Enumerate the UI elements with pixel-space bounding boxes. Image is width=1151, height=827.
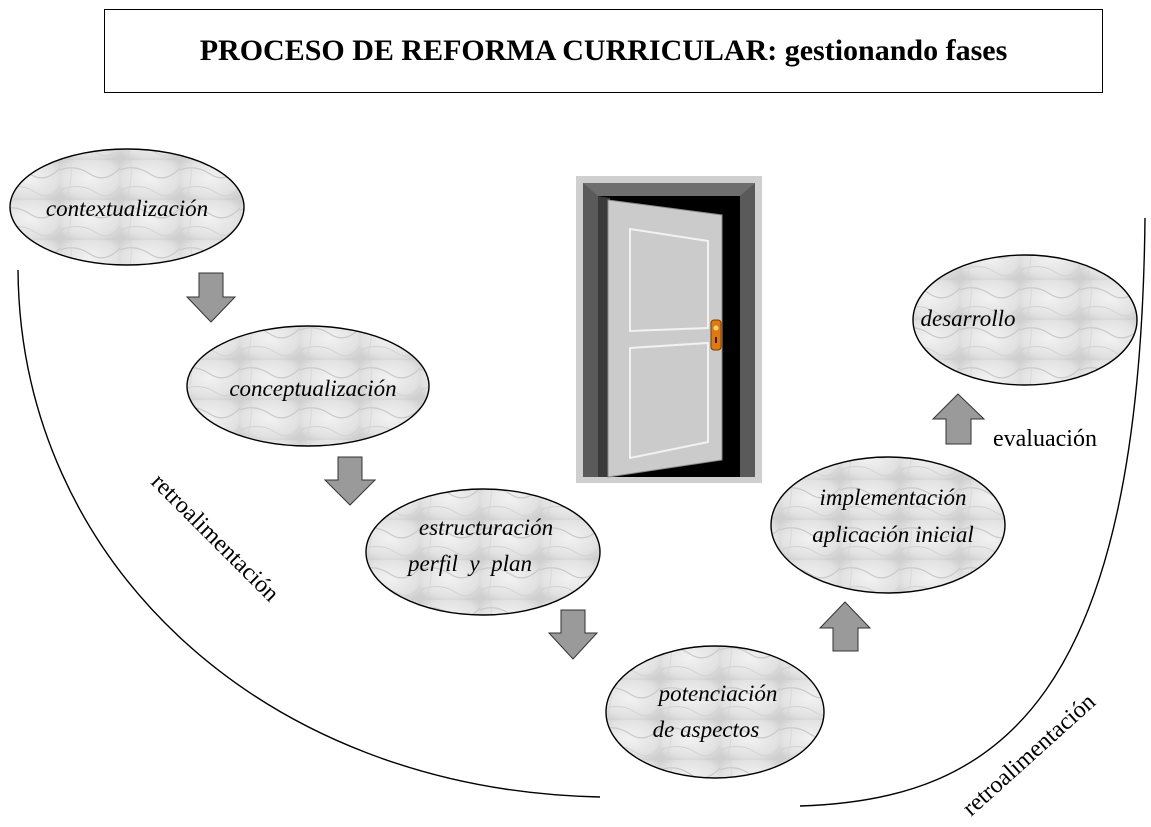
arrow-down-icon <box>547 609 599 660</box>
node-label: conceptualización <box>229 376 396 401</box>
feedback-curve-left <box>17 269 601 798</box>
arrow-up-icon <box>931 393 986 445</box>
open-door-icon <box>576 176 762 483</box>
node-label-line1: implementación <box>820 485 967 510</box>
node-label-line2: aplicación inicial <box>812 522 974 547</box>
evaluation-label: evaluación <box>993 426 1097 452</box>
arrow-down-icon <box>185 272 237 323</box>
arrow-up-icon <box>818 601 872 652</box>
arrow-down-icon <box>323 456 377 506</box>
page-title: PROCESO DE REFORMA CURRICULAR: gestionan… <box>199 34 1008 67</box>
feedback-label-right: retroalimentación <box>958 689 1101 822</box>
node-contextualizacion: contextualización <box>9 148 245 266</box>
node-label: desarrollo <box>921 306 1016 331</box>
node-conceptualizacion: conceptualización <box>186 325 430 447</box>
node-estructuracion: estructuración perfil y plan <box>365 488 601 616</box>
node-potenciacion: potenciación de aspectos <box>605 645 825 779</box>
feedback-curve-right <box>799 217 1146 807</box>
node-label-line1: potenciación <box>657 681 778 706</box>
feedback-label-left: retroalimentación <box>146 469 284 607</box>
node-implementacion: implementación aplicación inicial <box>770 456 1006 594</box>
node-label-line2: perfil y plan <box>406 551 532 576</box>
title-box: PROCESO DE REFORMA CURRICULAR: gestionan… <box>104 9 1103 93</box>
node-label-line2: de aspectos <box>653 717 760 742</box>
node-label-line1: estructuración <box>419 515 553 540</box>
node-desarrollo: desarrollo <box>912 254 1138 386</box>
node-label: contextualización <box>46 196 208 221</box>
